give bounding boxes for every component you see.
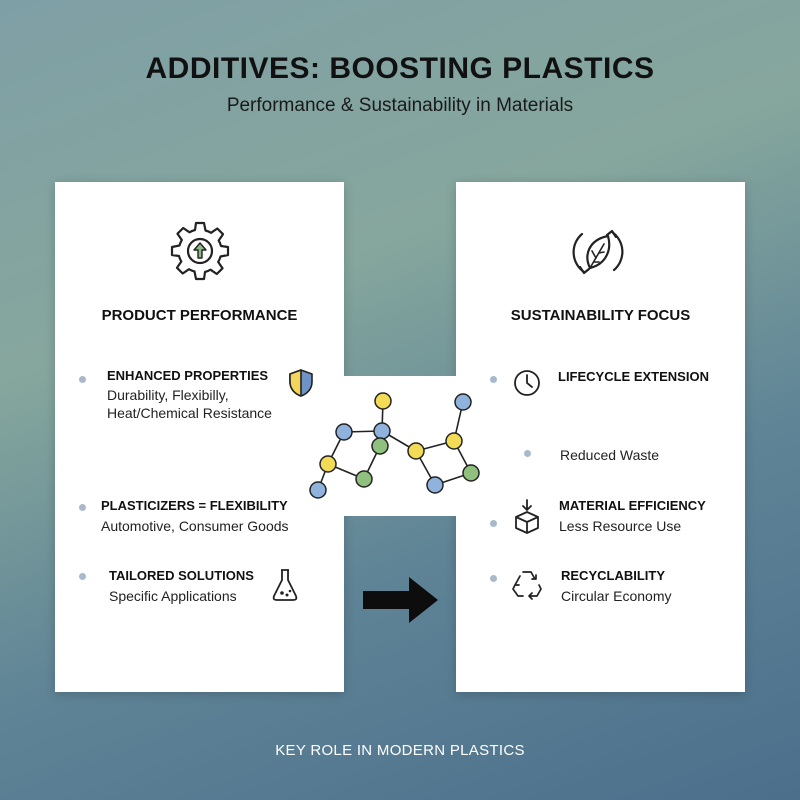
recycle-icon	[512, 571, 542, 600]
bullet-icon	[490, 520, 497, 527]
sustainability-focus-heading: SUSTAINABILITY FOCUS	[510, 307, 691, 324]
bullet-icon	[524, 450, 531, 457]
item-title: RECYCLABILITY	[561, 568, 665, 583]
bullet-icon	[79, 573, 86, 580]
shield-icon	[289, 369, 313, 397]
plasticizers-item: PLASTICIZERS = FLEXIBILITY Automotive, C…	[101, 498, 289, 535]
item-title: TAILORED SOLUTIONS	[109, 568, 254, 583]
item-title: ENHANCED PROPERTIES	[107, 368, 269, 383]
product-performance-card: PRODUCT PERFORMANCE ENHANCED PROPERTIES …	[55, 182, 344, 692]
product-performance-heading: PRODUCT PERFORMANCE	[101, 307, 298, 324]
page-title: ADDITIVES: BOOSTING PLASTICS	[145, 52, 655, 85]
gear-icon	[170, 221, 230, 281]
item-line: Less Resource Use	[559, 518, 682, 534]
recyclability-item: RECYCLABILITY Circular Economy	[561, 568, 671, 605]
bullet-icon	[79, 376, 86, 383]
box-arrow-icon	[515, 499, 539, 534]
item-line: Automotive, Consumer Goods	[101, 518, 289, 534]
enhanced-properties-item: ENHANCED PROPERTIES Durability, Flexibil…	[107, 368, 272, 422]
right-arrow-icon	[363, 577, 438, 623]
item-title: PLASTICIZERS = FLEXIBILITY	[101, 498, 288, 513]
footer-caption: KEY ROLE IN MODERN PLASTICS	[275, 742, 525, 759]
item-line: Reduced Waste	[560, 447, 660, 463]
lifecycle-extension-item: LIFECYCLE EXTENSION	[558, 369, 709, 384]
sustainability-focus-card: SUSTAINABILITY FOCUS LIFECYCLE EXTENSION…	[456, 182, 745, 692]
bullet-icon	[79, 504, 86, 511]
tailored-solutions-item: TAILORED SOLUTIONS Specific Applications	[109, 568, 254, 605]
page-subtitle: Performance & Sustainability in Material…	[226, 95, 574, 116]
item-line: Durability, Flexibilly,	[107, 387, 229, 403]
molecule-network-icon	[309, 392, 480, 499]
item-line: Circular Economy	[561, 588, 672, 604]
bullet-icon	[490, 575, 497, 582]
bullet-icon	[490, 376, 497, 383]
item-line: Specific Applications	[109, 588, 237, 604]
reduced-waste-item: Reduced Waste	[560, 446, 659, 464]
item-title: LIFECYCLE EXTENSION	[558, 369, 709, 384]
material-efficiency-item: MATERIAL EFFICIENCY Less Resource Use	[559, 498, 706, 535]
item-line: Heat/Chemical Resistance	[107, 405, 272, 421]
flask-icon	[272, 569, 298, 601]
item-title: MATERIAL EFFICIENCY	[559, 498, 706, 513]
clock-icon	[514, 370, 540, 396]
leaf-cycle-icon	[572, 229, 624, 275]
